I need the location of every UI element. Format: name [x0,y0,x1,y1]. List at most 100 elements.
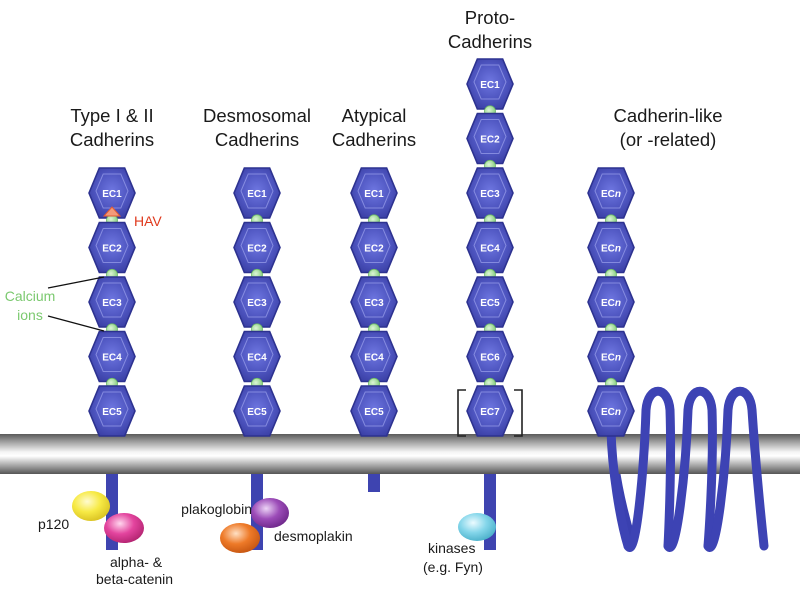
ec-domain-highlight [594,228,628,263]
bracket-right [514,389,523,437]
desmoplakin-label: desmoplakin [274,528,353,544]
ec-domain-highlight [240,391,274,427]
ec-domain-highlight [95,391,129,427]
ec-domain-highlight [240,337,274,372]
calcium-label-line1: Calcium [5,288,56,304]
p120-blob [72,491,110,521]
calcium-label-line2: ions [17,307,43,323]
ec-domain-highlight [357,228,391,263]
ec-domain-highlight [357,173,391,209]
ec-domain-label: ECn [601,244,621,255]
cadherin-like-title-line1: Cadherin-like [614,105,723,126]
hav-marker: HAV [102,206,162,229]
desmoplakin-blob [220,523,260,553]
atypical-title-line1: Atypical [342,105,407,126]
ec-domain-label: EC5 [102,407,122,418]
catenin-label-line1: alpha- & [110,554,163,570]
ec-domain-label: EC3 [102,298,122,309]
plakoglobin-blob [251,498,289,528]
plakoglobin-label: plakoglobin [181,501,252,517]
ec-domain-label: EC1 [364,189,384,200]
ec-domain-label: EC3 [364,298,384,309]
tail-atypical [368,474,380,492]
ec-domain-highlight [473,173,507,209]
coil-first-segment [606,425,633,551]
desmosomal-title-line2: Cadherins [215,129,299,150]
ec-domain-highlight [473,64,507,100]
ec-domain-highlight [240,282,274,318]
ec-domain-label: EC4 [480,244,500,255]
ec-domain-label: EC5 [364,407,384,418]
bracket-left [457,389,466,437]
ec-domain-highlight [95,228,129,263]
cadherin-like-title-line2: (or -related) [620,129,717,150]
ec-domain-highlight [594,337,628,372]
type1-2-title-line1: Type I & II [70,105,153,126]
ec-domain-label: EC4 [102,353,122,364]
kinases-label-line1: kinases [428,540,475,556]
ec-domain-highlight [357,282,391,318]
ec-domain-label: EC1 [247,189,267,200]
calcium-pointer-2 [47,315,105,332]
ec-domain-highlight [473,282,507,318]
ec-domain-highlight [473,119,507,154]
ec-domain-label: EC1 [480,80,500,91]
p120-label: p120 [38,516,69,532]
family-titles: Type I & II Cadherins Desmosomal Cadheri… [70,7,723,150]
ec-domain-label: ECn [601,407,621,418]
calcium-pointer-1 [47,276,105,289]
type1-2-title-line2: Cadherins [70,129,154,150]
ec-domain-highlight [473,337,507,372]
ec-domain-label: ECn [601,189,621,200]
ec-domain-highlight [473,228,507,263]
ec-domain-label: EC3 [480,189,500,200]
calcium-annotation: Calcium ions [5,276,105,332]
desmosomal-title-line1: Desmosomal [203,105,311,126]
ec-domain-highlight [357,337,391,372]
ec-domain-highlight [594,173,628,209]
ec-domain-label: EC2 [247,244,267,255]
ec7-bracket [457,389,523,437]
ec-domain-highlight [95,337,129,372]
proto-title-line2: Cadherins [448,31,532,52]
ec-domain-label: ECn [601,298,621,309]
coil-loop-2 [663,386,717,552]
ec-domain-label: EC5 [480,298,500,309]
seven-pass-transmembrane-coil [606,386,769,552]
ec-domain-label: EC2 [364,244,384,255]
ec-domain-highlight [594,391,628,427]
ec-domain-highlight [95,282,129,318]
binding-partners: p120 alpha- & beta-catenin plakoglobin d… [38,491,496,587]
ec-domain-highlight [95,173,129,209]
catenin-blob [104,513,144,543]
ec-domain-label: EC3 [247,298,267,309]
ec-domain-highlight [240,173,274,209]
proto-title-line1: Proto- [465,7,515,28]
ec-domain-highlight [594,282,628,318]
catenin-label-line2: beta-catenin [96,571,173,587]
ec-domain-label: EC7 [480,407,500,418]
kinase-blob [458,513,496,541]
ec-domain-label: EC4 [247,353,267,364]
ec-domain-highlight [357,391,391,427]
ec-domain-label: EC2 [102,244,122,255]
coil-loop-1 [623,386,676,552]
ec-domain-label: EC6 [480,353,500,364]
domain-chains: EC1EC2EC3EC4EC5EC1EC2EC3EC4EC5EC1EC2EC3E… [88,58,635,437]
ec-domain-label: ECn [601,353,621,364]
ec-domain-label: EC1 [102,189,122,200]
atypical-title-line2: Cadherins [332,129,416,150]
hav-triangle-icon [102,206,122,217]
ec-domain-label: EC2 [480,135,500,146]
kinases-label-line2: (e.g. Fyn) [423,559,483,575]
coil-loop-3 [703,386,769,552]
ec-domain-highlight [473,391,507,427]
ec-domain-highlight [240,228,274,263]
ec-domain-label: EC4 [364,353,384,364]
